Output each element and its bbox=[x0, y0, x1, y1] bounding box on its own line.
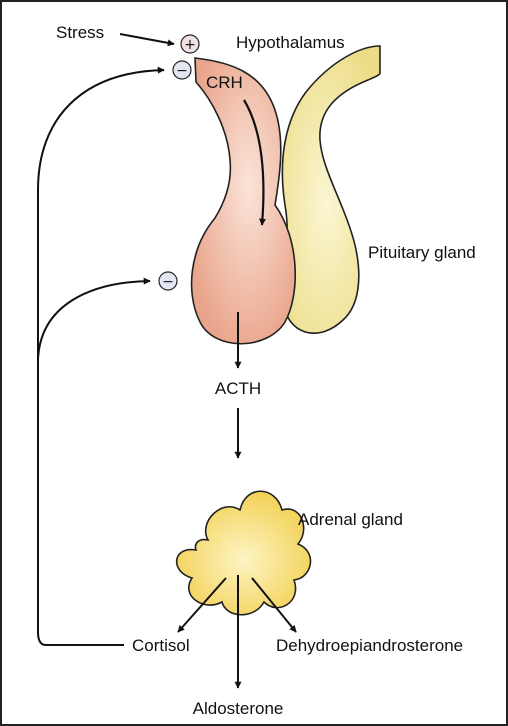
posterior-pituitary bbox=[282, 46, 380, 333]
cortisol-feedback-branch bbox=[38, 281, 150, 360]
stress-arrow bbox=[120, 34, 174, 44]
stress-label: Stress bbox=[56, 23, 104, 42]
cortisol-feedback-line bbox=[38, 70, 164, 645]
aldosterone-label: Aldosterone bbox=[193, 699, 284, 718]
minus-sign-hypothalamus: − bbox=[173, 61, 191, 79]
crh-label: CRH bbox=[206, 73, 243, 92]
cortisol-label: Cortisol bbox=[132, 636, 190, 655]
plus-sign: + bbox=[181, 35, 199, 53]
hypothalamus-label: Hypothalamus bbox=[236, 33, 345, 52]
minus-sign-hypothalamus-glyph: − bbox=[176, 63, 188, 79]
dehydroepiandrosterone-label: Dehydroepiandrosterone bbox=[276, 636, 463, 655]
plus-sign-glyph: + bbox=[184, 37, 196, 53]
minus-sign-pituitary: − bbox=[159, 272, 177, 290]
pituitary-gland-label: Pituitary gland bbox=[368, 243, 476, 262]
adrenal-gland bbox=[177, 491, 311, 615]
acth-label: ACTH bbox=[215, 379, 261, 398]
adrenal-gland-label: Adrenal gland bbox=[298, 510, 403, 529]
minus-sign-pituitary-glyph: − bbox=[162, 274, 174, 290]
